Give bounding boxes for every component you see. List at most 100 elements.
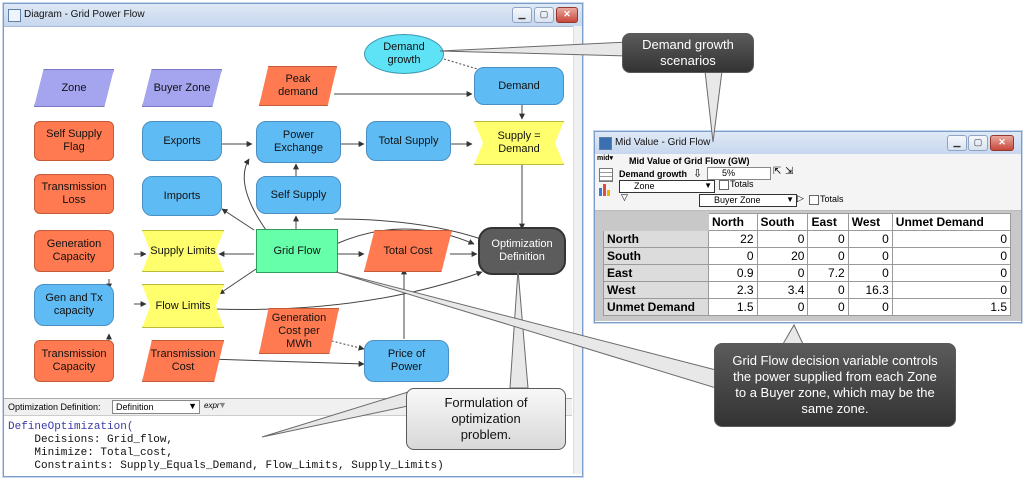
node-flow-limits-label: Flow Limits [155, 299, 211, 312]
table-cell[interactable]: 0 [807, 281, 849, 299]
table-cell[interactable]: 0 [847, 264, 893, 282]
node-self-supply[interactable]: Self Supply [256, 176, 341, 214]
result-view-icon[interactable]: mid▾ [597, 155, 613, 162]
result-table: North South East West Unmet Demand North… [603, 213, 1012, 316]
node-generation-cost-per-mwh-label: Generation Cost per MWh [271, 311, 327, 350]
table-cell[interactable]: 2.3 [708, 281, 758, 299]
result-window: Mid Value - Grid Flow ▁ ▢ ✕ mid▾ Mid Val… [594, 131, 1022, 323]
node-demand-growth[interactable]: Demand growth [364, 34, 444, 74]
node-self-supply-flag[interactable]: Self Supply Flag [34, 121, 114, 161]
column-header[interactable]: South [756, 213, 809, 231]
col-index-select[interactable]: Buyer Zone ▼ [699, 194, 797, 207]
node-peak-demand[interactable]: Peak demand [259, 66, 337, 106]
callout-formulation: Formulation of optimization problem. [406, 388, 566, 450]
node-total-supply-label: Total Supply [378, 134, 439, 147]
row-header[interactable]: South [603, 247, 709, 265]
table-cell[interactable]: 1.5 [708, 298, 758, 316]
table-cell[interactable]: 0 [807, 230, 849, 248]
node-transmission-capacity[interactable]: Transmission Capacity [34, 340, 114, 382]
result-toolbar: mid▾ Mid Value of Grid Flow (GW) Demand … [595, 154, 1021, 211]
node-buyer-zone[interactable]: Buyer Zone [142, 69, 222, 107]
callout-grid-flow: Grid Flow decision variable controls the… [714, 343, 956, 427]
result-maximize-button[interactable]: ▢ [968, 135, 988, 151]
expr-dropdown-icon[interactable]: ▼ [218, 400, 227, 410]
diagram-window-icon [8, 9, 21, 22]
callout-grid-flow-text: Grid Flow decision variable controls the… [732, 353, 938, 416]
row-totals-checkbox[interactable] [719, 180, 729, 190]
attribute-select-value: Definition [116, 402, 154, 412]
table-cell[interactable]: 0 [756, 298, 809, 316]
result-heading: Mid Value of Grid Flow (GW) [629, 156, 750, 166]
table-view-icon[interactable] [599, 168, 613, 182]
table-cell[interactable]: 0 [807, 247, 849, 265]
table-cell[interactable]: 7.2 [807, 264, 849, 282]
table-cell[interactable]: 22 [708, 230, 758, 248]
table-cell[interactable]: 0 [807, 298, 849, 316]
column-header[interactable]: East [807, 213, 849, 231]
node-gen-tx-capacity[interactable]: Gen and Tx capacity [34, 284, 114, 326]
table-cell[interactable]: 0 [756, 264, 809, 282]
chart-view-icon[interactable] [599, 184, 611, 196]
row-header[interactable]: East [603, 264, 709, 282]
node-flow-limits[interactable]: Flow Limits [142, 284, 224, 328]
corner-cell [603, 213, 709, 231]
diagram-window-title: Diagram - Grid Power Flow [24, 9, 145, 20]
swap-icon[interactable]: ⇲ [785, 166, 794, 177]
node-gen-tx-capacity-label: Gen and Tx capacity [45, 292, 103, 317]
node-supply-limits[interactable]: Supply Limits [142, 230, 224, 272]
node-buyer-zone-label: Buyer Zone [153, 81, 211, 94]
table-cell[interactable]: 16.3 [847, 281, 893, 299]
result-titlebar: Mid Value - Grid Flow ▁ ▢ ✕ [595, 132, 1021, 155]
node-total-supply[interactable]: Total Supply [366, 121, 451, 161]
code-line-4: Constraints: Supply_Equals_Demand, Flow_… [8, 460, 444, 472]
demand-growth-step-icon[interactable]: ⇩ [693, 168, 703, 180]
diagram-scrollbar[interactable] [573, 26, 582, 474]
attribute-select[interactable]: Definition ▼ [112, 400, 200, 414]
table-cell[interactable]: 0 [847, 230, 893, 248]
node-demand[interactable]: Demand [474, 67, 564, 105]
column-header[interactable]: Unmet Demand [891, 213, 1012, 231]
expr-label[interactable]: expr [204, 401, 220, 410]
node-total-cost-label: Total Cost [383, 244, 433, 257]
result-close-button[interactable]: ✕ [990, 135, 1014, 151]
definition-code[interactable]: DefineOptimization( Decisions: Grid_flow… [8, 421, 444, 473]
node-self-supply-label: Self Supply [270, 188, 327, 201]
node-price-of-power[interactable]: Price of Power [364, 340, 449, 382]
row-header[interactable]: Unmet Demand [603, 298, 709, 316]
node-zone[interactable]: Zone [34, 69, 114, 107]
close-button[interactable]: ✕ [556, 7, 578, 23]
code-line-1: DefineOptimization( [8, 421, 134, 433]
col-totals-checkbox[interactable] [809, 195, 819, 205]
node-power-exchange[interactable]: Power Exchange [256, 121, 341, 163]
node-imports[interactable]: Imports [142, 176, 222, 216]
callout-formulation-text: Formulation of optimization problem. [444, 395, 528, 442]
table-cell[interactable]: 0 [891, 247, 1012, 265]
node-exports[interactable]: Exports [142, 121, 222, 161]
row-index-select[interactable]: Zone ▼ [619, 180, 715, 193]
code-line-3: Minimize: Total_cost, [8, 447, 174, 459]
row-header[interactable]: West [603, 281, 709, 299]
table-row: West 2.3 3.4 0 16.3 0 [603, 281, 1012, 299]
column-header[interactable]: North [708, 213, 758, 231]
minimize-button[interactable]: ▁ [512, 7, 532, 23]
demand-growth-field[interactable]: 5% [707, 167, 771, 180]
table-cell[interactable]: 0 [891, 230, 1012, 248]
node-self-supply-flag-label: Self Supply Flag [46, 128, 102, 153]
maximize-button[interactable]: ▢ [534, 7, 554, 23]
result-minimize-button[interactable]: ▁ [947, 135, 967, 151]
table-cell[interactable]: 0 [847, 298, 893, 316]
node-generation-capacity[interactable]: Generation Capacity [34, 230, 114, 272]
node-generation-cost-per-mwh[interactable]: Generation Cost per MWh [259, 308, 339, 354]
table-cell[interactable]: 1.5 [891, 298, 1012, 316]
table-cell[interactable]: 20 [756, 247, 809, 265]
pivot-icon[interactable]: ⇱ [773, 166, 782, 177]
table-cell[interactable]: 0 [756, 230, 809, 248]
node-grid-flow[interactable]: Grid Flow [256, 229, 338, 273]
table-cell[interactable]: 0.9 [708, 264, 758, 282]
table-cell[interactable]: 3.4 [756, 281, 809, 299]
column-header[interactable]: West [847, 213, 893, 231]
node-transmission-loss[interactable]: Transmission Loss [34, 174, 114, 214]
demand-growth-value: 5% [722, 168, 736, 178]
node-optimization-definition[interactable]: Optimization Definition [478, 227, 566, 275]
node-supply-eq-demand[interactable]: Supply = Demand [474, 121, 564, 165]
